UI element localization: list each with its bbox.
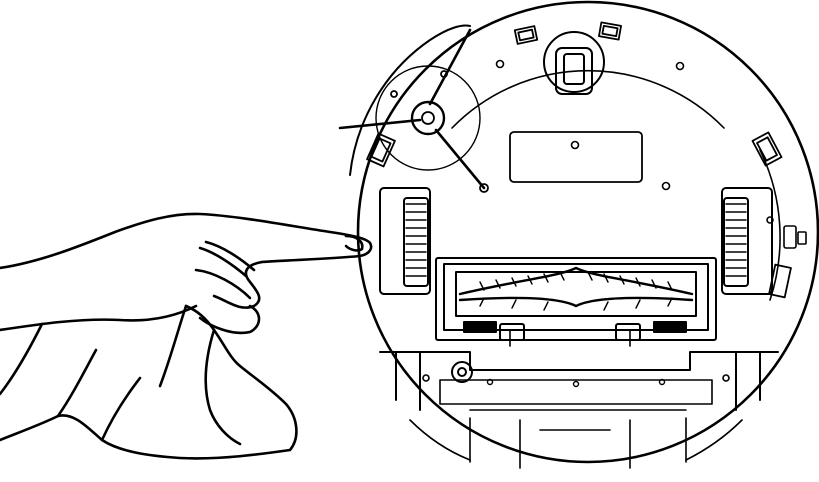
lower-housing — [379, 351, 779, 469]
knuckle-crease-3 — [194, 268, 252, 300]
hand-outline-bottom — [0, 304, 198, 332]
index-finger — [260, 241, 373, 264]
right-drive-wheel — [721, 187, 773, 295]
curled-finger-lower — [198, 304, 261, 335]
bumper-arc — [349, 24, 471, 176]
charging-contacts — [783, 225, 807, 249]
hand-with-cloth — [0, 212, 373, 460]
robot-outer-shell — [356, 0, 819, 464]
cloth-outline — [0, 304, 298, 460]
curled-fingers — [212, 260, 264, 309]
hand-outline-top — [0, 212, 372, 270]
knuckle-crease-1 — [198, 246, 248, 278]
side-brush — [338, 28, 489, 193]
knuckle-crease-2 — [204, 240, 256, 272]
cliff-sensors — [366, 21, 792, 299]
main-brush — [435, 257, 717, 347]
cloth-fold-3 — [204, 328, 242, 446]
cloth-fold-4 — [100, 376, 142, 442]
left-drive-wheel — [379, 187, 431, 295]
caster-wheel — [543, 31, 605, 95]
robot-inner-rim — [451, 69, 725, 129]
cloth-fold-2 — [56, 348, 98, 418]
cloth-fold-1 — [158, 304, 188, 388]
robot-vacuum — [338, 0, 819, 469]
label-plate — [509, 131, 643, 183]
robot-inner-rim-right — [759, 149, 781, 301]
plate-screw — [570, 140, 580, 150]
fingernail — [344, 234, 364, 252]
